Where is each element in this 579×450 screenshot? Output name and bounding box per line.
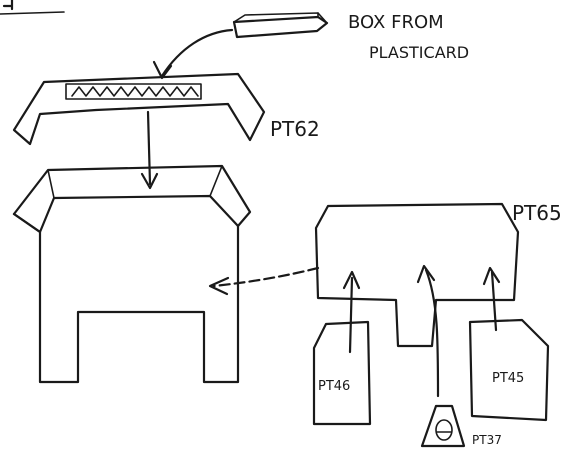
arrow-box-to-pt62 [152,28,234,80]
corner-fragment [0,0,65,15]
pt65-part [314,202,520,348]
pt37-part [420,404,466,448]
pt62-slot [65,83,202,100]
pt62-label: PT62 [270,117,320,141]
pt45-part [468,318,550,422]
pt37-label: PT37 [472,433,502,447]
arrow-pt65-to-base [208,266,320,296]
pt62-arch [12,72,266,146]
arrow-pt45-to-pt65 [482,266,501,332]
base-assembly [12,164,252,384]
box-note-line1: BOX FROM [348,12,444,33]
box-note-line2: PLASTICARD [369,43,469,62]
pt45-label: PT45 [492,371,524,386]
pt46-label: PT46 [318,379,350,394]
plasticard-box [232,12,329,39]
arrow-pt46-to-pt65 [342,270,361,354]
pt65-label: PT65 [512,201,562,225]
arrow-pt37-to-pt65 [416,264,440,398]
pt46-part [312,320,372,426]
arrow-pt62-to-base [140,110,159,190]
